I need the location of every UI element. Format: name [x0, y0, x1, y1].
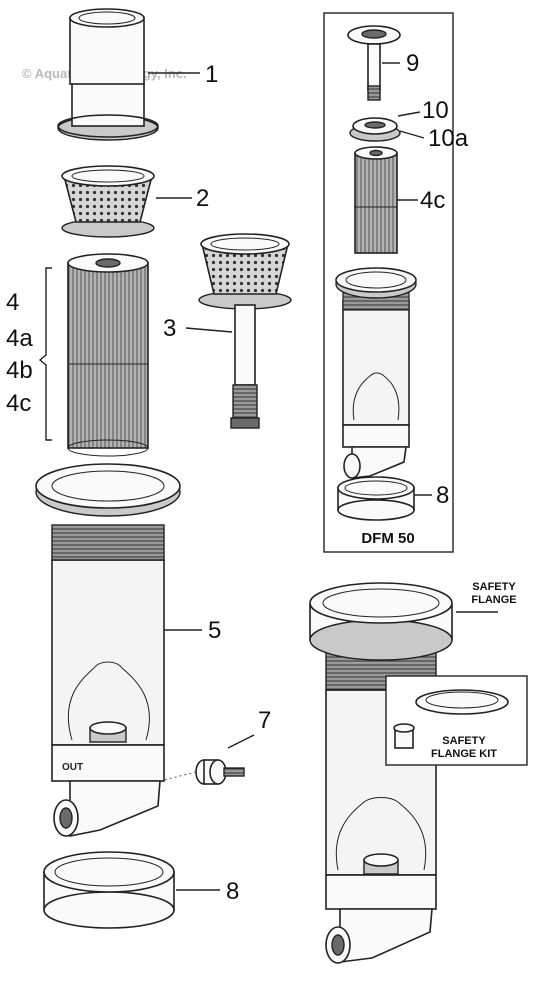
safety-flange-label-line2: FLANGE [471, 594, 516, 606]
callout-9: 9 [406, 50, 419, 77]
callout-4c-inset: 4c [420, 187, 445, 214]
callout-8: 8 [226, 878, 239, 905]
inset-model-label: DFM 50 [361, 530, 414, 547]
callout-4a: 4a [6, 325, 33, 352]
part-3-basket-stem [198, 233, 292, 429]
dfm-50-housing [335, 267, 417, 479]
dfm-50-inset-box [323, 12, 454, 553]
callout-4: 4 [6, 289, 19, 316]
part-5-housing: OUT [35, 463, 181, 837]
callout-5: 5 [208, 617, 221, 644]
callout-7: 7 [258, 707, 271, 734]
cartridge-bracket [38, 267, 52, 441]
callout-4c: 4c [6, 390, 31, 417]
part-8-ring [43, 851, 175, 929]
part-9-small-basket [347, 25, 401, 101]
safety-flange-kit-parts [393, 689, 509, 749]
callout-2: 2 [196, 185, 209, 212]
callout-10a: 10a [428, 125, 469, 152]
callout-4b: 4b [6, 357, 33, 384]
safety-flange-kit-label-line1: SAFETY [442, 735, 486, 747]
part-10-small-cap [349, 117, 401, 142]
part-2-basket [61, 165, 155, 238]
safety-flange-housing [309, 582, 453, 964]
callout-3: 3 [163, 315, 176, 342]
safety-flange-kit-label-line2: FLANGE KIT [431, 748, 497, 760]
part-4-cartridge [67, 253, 149, 457]
part-4c-small-cartridge [354, 146, 398, 254]
leader-lines [148, 62, 498, 891]
part-7-knob [163, 759, 245, 785]
housing-out-mark: OUT [62, 762, 83, 773]
callout-8-inset: 8 [436, 482, 449, 509]
dfm-50-ring [337, 476, 415, 521]
callout-10: 10 [422, 97, 449, 124]
part-1-cap [57, 8, 159, 141]
callout-1: 1 [205, 61, 218, 88]
safety-flange-label-line1: SAFETY [472, 581, 516, 593]
